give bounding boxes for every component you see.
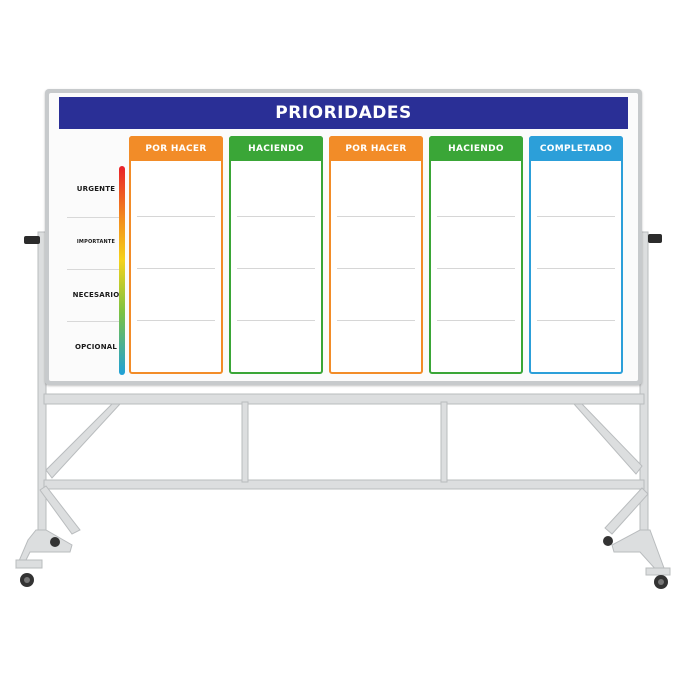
- column-header: POR HACER: [129, 136, 223, 161]
- row-line: [537, 320, 615, 321]
- row-line: [537, 268, 615, 269]
- priority-label-urgente: URGENTE: [76, 185, 116, 193]
- row-line: [237, 320, 315, 321]
- board-surface: PRIORIDADES URGENTE IMPORTANTE NECESARIO…: [49, 93, 638, 381]
- row-line: [137, 320, 215, 321]
- column-haciendo-1: HACIENDO: [229, 136, 323, 374]
- column-por-hacer-1: POR HACER: [129, 136, 223, 374]
- priority-divider: [67, 269, 119, 270]
- priority-gradient-bar: [119, 166, 125, 375]
- priority-label-opcional: OPCIONAL: [74, 343, 118, 351]
- column-header: COMPLETADO: [529, 136, 623, 161]
- priority-label-necesario: NECESARIO: [72, 291, 120, 299]
- whiteboard: PRIORIDADES URGENTE IMPORTANTE NECESARIO…: [45, 89, 642, 385]
- row-line: [337, 320, 415, 321]
- row-line: [437, 320, 515, 321]
- column-haciendo-2: HACIENDO: [429, 136, 523, 374]
- column-header: HACIENDO: [229, 136, 323, 161]
- row-line: [437, 268, 515, 269]
- row-line: [337, 216, 415, 217]
- row-line: [237, 216, 315, 217]
- column-completado: COMPLETADO: [529, 136, 623, 374]
- row-line: [137, 216, 215, 217]
- column-title: POR HACER: [145, 143, 207, 154]
- column-title: HACIENDO: [248, 143, 304, 154]
- row-line: [537, 216, 615, 217]
- board-title: PRIORIDADES: [275, 103, 412, 123]
- column-por-hacer-2: POR HACER: [329, 136, 423, 374]
- priority-divider: [67, 217, 119, 218]
- column-title: HACIENDO: [448, 143, 504, 154]
- row-line: [437, 216, 515, 217]
- priority-divider: [67, 321, 119, 322]
- row-line: [137, 268, 215, 269]
- row-line: [337, 268, 415, 269]
- row-line: [237, 268, 315, 269]
- title-bar: PRIORIDADES: [59, 97, 628, 129]
- column-header: POR HACER: [329, 136, 423, 161]
- priority-label-importante: IMPORTANTE: [76, 239, 116, 245]
- column-header: HACIENDO: [429, 136, 523, 161]
- column-title: POR HACER: [345, 143, 407, 154]
- column-title: COMPLETADO: [539, 143, 613, 154]
